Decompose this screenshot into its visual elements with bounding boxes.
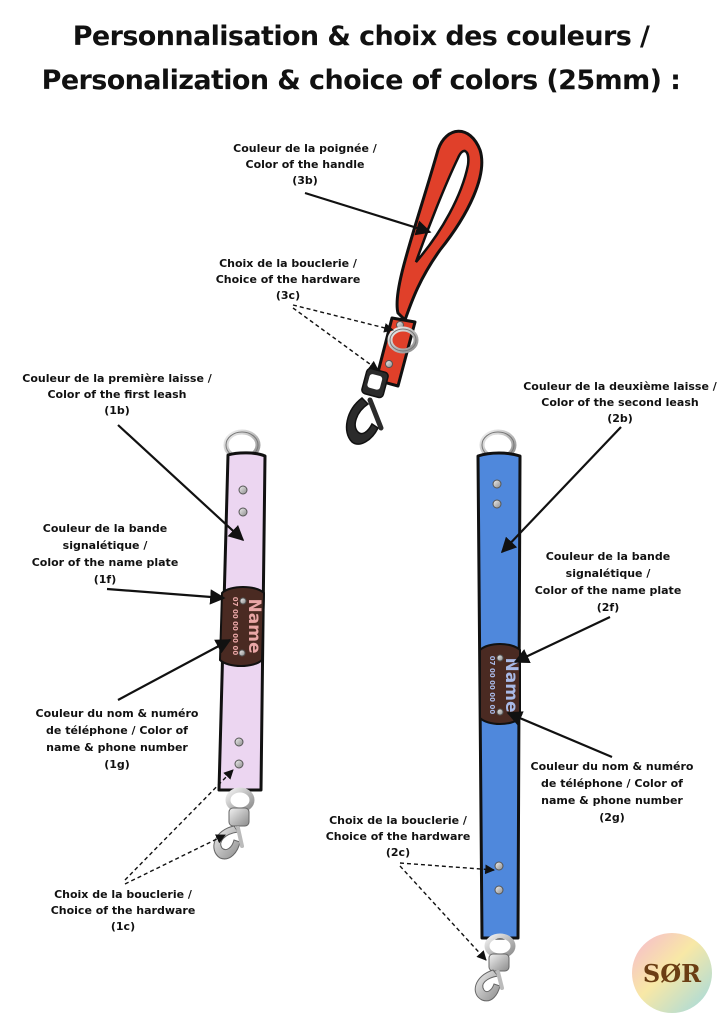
label-hardware-1c: Choix de la bouclerie / Choice of the ha… bbox=[51, 888, 196, 933]
svg-text:Choix de la bouclerie /: Choix de la bouclerie / bbox=[54, 888, 193, 901]
rivet-icon bbox=[496, 708, 504, 716]
svg-text:Choice of the hardware: Choice of the hardware bbox=[216, 273, 361, 286]
svg-text:Choix de la bouclerie /: Choix de la bouclerie / bbox=[219, 257, 358, 270]
svg-text:Choice of the hardware: Choice of the hardware bbox=[51, 904, 196, 917]
arrow-3c-1 bbox=[292, 304, 394, 333]
rivet-icon bbox=[492, 479, 502, 489]
svg-text:Couleur de la poignée /: Couleur de la poignée / bbox=[233, 142, 378, 155]
label-handle: Couleur de la poignée / Color of the han… bbox=[233, 142, 378, 187]
plate-phone-left: 07 00 00 00 00 bbox=[231, 597, 239, 656]
label-hardware-2c: Choix de la bouclerie / Choice of the ha… bbox=[326, 814, 471, 859]
svg-text:Couleur de la première laisse: Couleur de la première laisse / bbox=[22, 372, 212, 385]
arrow-1c-1 bbox=[124, 769, 234, 881]
logo-text: SØR bbox=[643, 959, 702, 988]
svg-text:(1c): (1c) bbox=[111, 920, 135, 933]
svg-text:Color of the first leash: Color of the first leash bbox=[47, 388, 186, 401]
svg-text:(1f): (1f) bbox=[94, 573, 117, 586]
logo-icon: SØR bbox=[632, 933, 712, 1013]
svg-text:(2g): (2g) bbox=[599, 811, 625, 824]
rivet-icon bbox=[494, 861, 504, 871]
rivet-icon bbox=[234, 759, 244, 769]
svg-text:Color of the second leash: Color of the second leash bbox=[541, 396, 698, 409]
svg-text:(1b): (1b) bbox=[104, 404, 130, 417]
arrow-2c-2 bbox=[399, 865, 487, 961]
second-leash: Name 07 00 00 00 00 bbox=[474, 429, 522, 1002]
arrow-1f bbox=[106, 587, 226, 605]
svg-text:signalétique /: signalétique / bbox=[63, 539, 149, 552]
arrow-2f bbox=[513, 616, 611, 664]
rivet-icon bbox=[385, 360, 393, 368]
svg-text:(3c): (3c) bbox=[276, 289, 300, 302]
svg-text:(2f): (2f) bbox=[597, 601, 620, 614]
rivet-icon bbox=[238, 485, 248, 495]
rivet-icon bbox=[239, 597, 247, 605]
label-name-1g: Couleur du nom & numéro de téléphone / C… bbox=[36, 707, 199, 771]
label-second-leash: Couleur de la deuxième laisse / Color of… bbox=[523, 380, 718, 425]
arrow-1b bbox=[117, 424, 245, 542]
snap-hook-icon bbox=[345, 367, 389, 445]
rivet-icon bbox=[496, 654, 504, 662]
svg-text:Couleur de la bande: Couleur de la bande bbox=[546, 550, 670, 563]
svg-text:Couleur de la deuxième laisse: Couleur de la deuxième laisse / bbox=[523, 380, 718, 393]
svg-text:de téléphone / Color of: de téléphone / Color of bbox=[46, 724, 188, 737]
svg-text:Color of the name plate: Color of the name plate bbox=[535, 584, 682, 597]
arrow-1c-2 bbox=[124, 834, 226, 885]
rivet-icon bbox=[494, 885, 504, 895]
svg-text:(2b): (2b) bbox=[607, 412, 633, 425]
svg-text:Couleur du nom & numéro: Couleur du nom & numéro bbox=[36, 707, 199, 720]
snap-hook-icon bbox=[213, 787, 255, 860]
label-plate-2f: Couleur de la bande signalétique / Color… bbox=[535, 550, 682, 614]
svg-text:Color of the handle: Color of the handle bbox=[246, 158, 365, 171]
arrow-2b bbox=[500, 426, 622, 554]
svg-text:(3b): (3b) bbox=[292, 174, 318, 187]
arrow-2g bbox=[506, 711, 613, 759]
handle-strap bbox=[374, 129, 484, 388]
svg-text:de téléphone / Color of: de téléphone / Color of bbox=[541, 777, 683, 790]
callout-arrows bbox=[106, 191, 622, 961]
label-plate-1f: Couleur de la bande signalétique / Color… bbox=[32, 522, 179, 586]
title-line-2: Personalization & choice of colors (25mm… bbox=[42, 65, 681, 96]
svg-text:signalétique /: signalétique / bbox=[566, 567, 652, 580]
rivet-icon bbox=[492, 499, 502, 509]
svg-text:Color of the name plate: Color of the name plate bbox=[32, 556, 179, 569]
svg-text:Couleur du nom & numéro: Couleur du nom & numéro bbox=[531, 760, 694, 773]
svg-text:Choix de la bouclerie /: Choix de la bouclerie / bbox=[329, 814, 468, 827]
svg-text:Couleur de la bande: Couleur de la bande bbox=[43, 522, 167, 535]
label-first-leash: Couleur de la première laisse / Color of… bbox=[22, 372, 212, 417]
svg-text:(2c): (2c) bbox=[386, 846, 410, 859]
svg-text:Choice of the hardware: Choice of the hardware bbox=[326, 830, 471, 843]
arrow-1g bbox=[117, 639, 232, 701]
svg-text:(1g): (1g) bbox=[104, 758, 130, 771]
rivet-icon bbox=[234, 737, 244, 747]
arrow-3c-2 bbox=[292, 307, 379, 371]
plate-phone-right: 07 00 00 00 00 bbox=[488, 656, 496, 715]
svg-text:name & phone number: name & phone number bbox=[46, 741, 188, 754]
title-line-1: Personnalisation & choix des couleurs / bbox=[73, 21, 650, 52]
snap-hook-icon bbox=[474, 933, 516, 1002]
label-name-2g: Couleur du nom & numéro de téléphone / C… bbox=[531, 760, 694, 824]
plate-name-left: Name bbox=[244, 599, 264, 654]
arrow-2c-1 bbox=[399, 862, 495, 875]
rivet-icon bbox=[238, 649, 246, 657]
plate-name-right: Name bbox=[501, 658, 521, 713]
rivet-icon bbox=[238, 507, 248, 517]
svg-text:name & phone number: name & phone number bbox=[541, 794, 683, 807]
label-hardware-3c: Choix de la bouclerie / Choice of the ha… bbox=[216, 257, 361, 302]
arrow-3b bbox=[304, 191, 432, 236]
